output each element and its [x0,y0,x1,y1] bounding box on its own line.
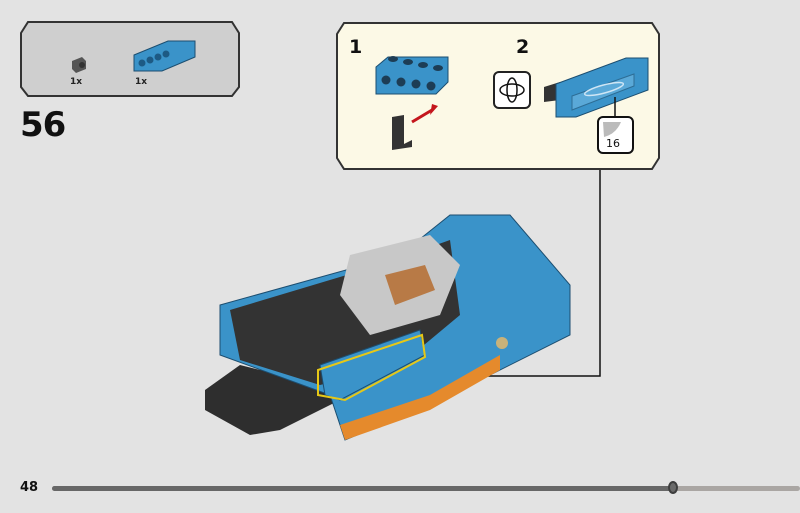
part-quantity: 1x [135,77,148,87]
progress-handle[interactable] [667,481,678,494]
part-quantity: 1x [70,77,83,87]
highlight-outline [317,333,427,402]
sub-assembly-callout [336,22,660,170]
blue-brick-part-icon [133,40,196,72]
parts-list-panel [20,21,240,97]
bracket-part-icon [72,57,86,73]
bracket-icon [392,115,412,150]
arrow-icon [411,108,433,124]
car-model-illustration [205,214,571,441]
page-number: 48 [20,480,39,495]
sticker-number: 16 [606,137,620,150]
step-number: 56 [20,105,66,145]
rotate-icon [493,71,531,109]
blue-brick-with-sticker-icon [544,57,649,118]
progress-fill [52,486,673,491]
substep-number: 2 [516,36,530,58]
blue-brick-icon [375,56,449,95]
substep-number: 1 [349,36,363,58]
